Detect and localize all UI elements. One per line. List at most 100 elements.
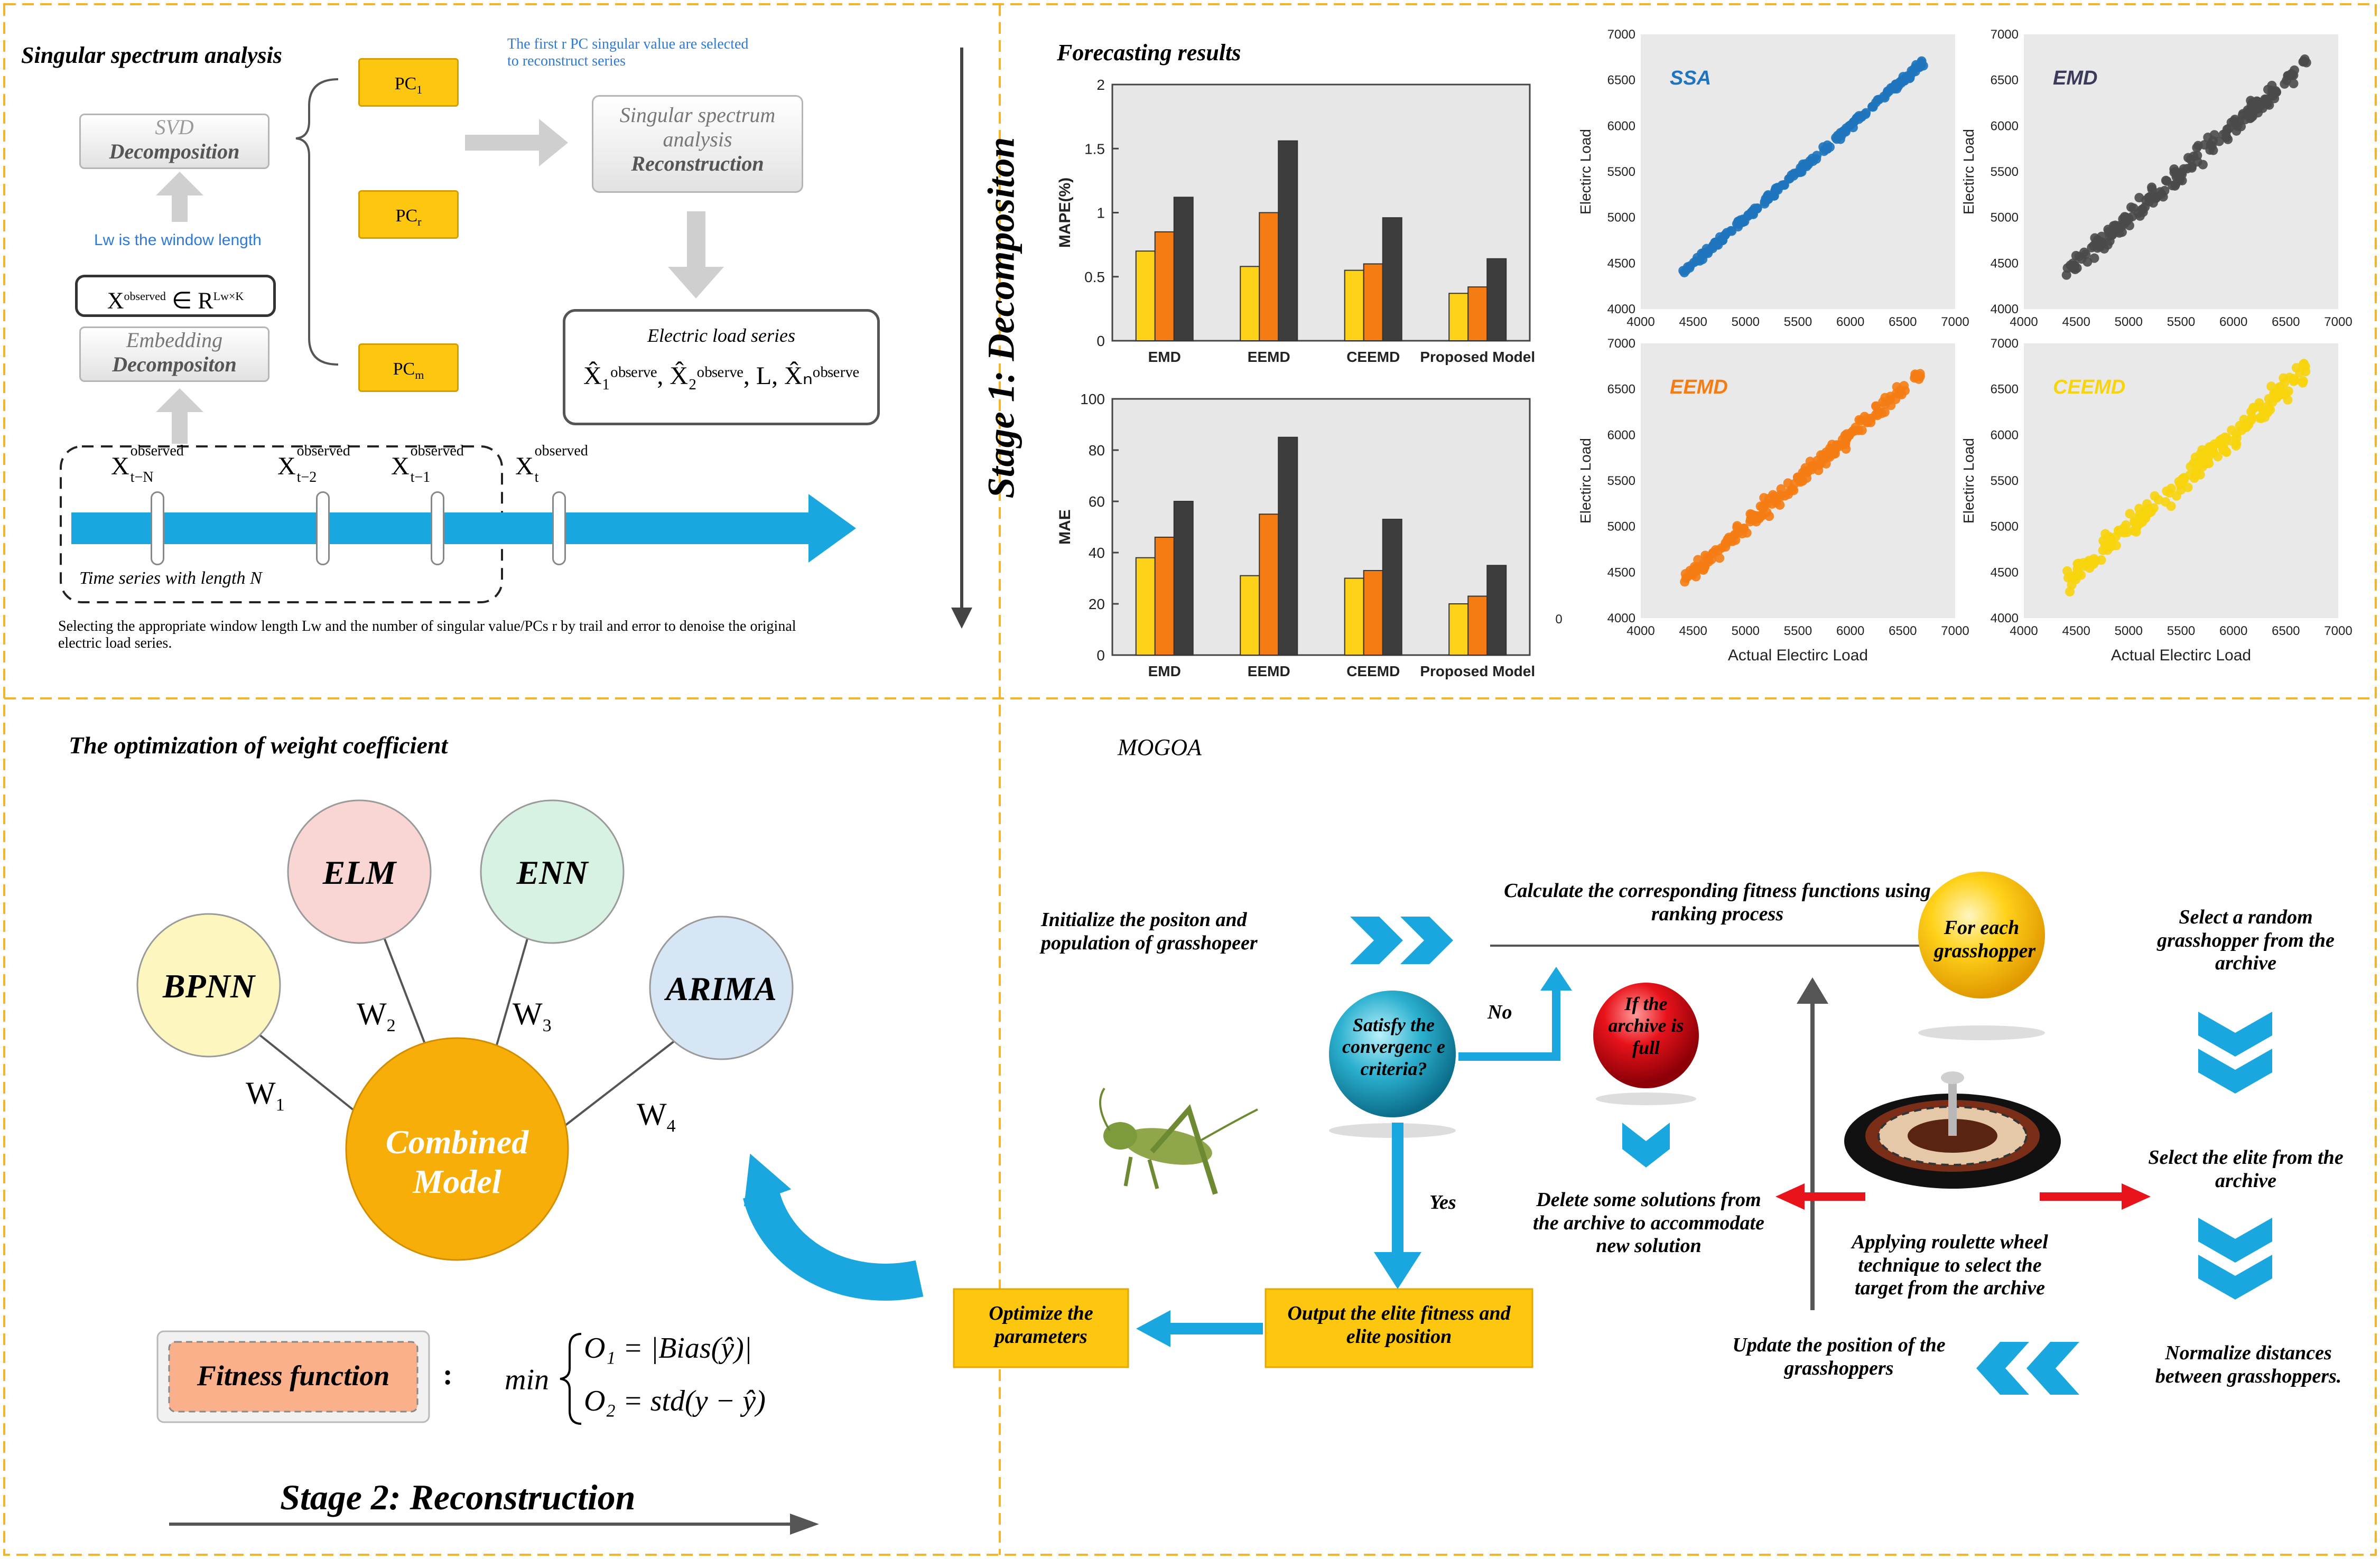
scatter-xtick-label: 5500 xyxy=(2167,624,2195,638)
timeline-arrow xyxy=(71,494,856,563)
scatter-xtick-label: 5000 xyxy=(1732,624,1760,638)
enn-circle xyxy=(480,799,625,944)
archive-full-text: If the archive is full xyxy=(1608,993,1684,1058)
scatter-point xyxy=(1840,440,1851,450)
scatter-point xyxy=(2062,263,2072,273)
timeline-tick-2 xyxy=(316,491,330,565)
scatter-ytick-label: 5500 xyxy=(1991,165,2019,179)
recon-line1: Singular spectrum xyxy=(619,103,776,127)
scatter-point xyxy=(2248,403,2258,413)
scatter-point xyxy=(2268,91,2278,101)
elm-circle xyxy=(287,799,432,944)
scatter-point xyxy=(2248,101,2258,111)
satisfy-text: Satisfy the convergenc e criteria? xyxy=(1342,1014,1445,1079)
scatter-point xyxy=(2145,192,2155,202)
scatter-point xyxy=(1689,565,1699,575)
scatter-point xyxy=(2231,441,2241,451)
scatter-point xyxy=(1712,238,1722,248)
scatter-point xyxy=(1883,86,1893,96)
scatter-point xyxy=(2089,253,2099,263)
scatter-ylabel: Electirc Load xyxy=(1577,438,1594,524)
fitness-box xyxy=(168,1341,419,1413)
scatter-point xyxy=(2105,231,2115,241)
combined-line2: Model xyxy=(413,1163,501,1200)
scatter-point xyxy=(2298,376,2308,386)
scatter-point xyxy=(1776,484,1786,494)
scatter-point xyxy=(1886,400,1896,410)
scatter-xtick-label: 4500 xyxy=(1679,624,1707,638)
bar-ytick-label: 0 xyxy=(1096,647,1105,664)
fitness-label: Fitness function xyxy=(197,1360,390,1392)
bar xyxy=(1467,595,1488,656)
scatter-xtick-label: 6500 xyxy=(2272,624,2300,638)
for-each-sphere xyxy=(1918,872,2045,998)
scatter-xtick-label: 7000 xyxy=(1941,315,1969,329)
bar-ytick-label: 60 xyxy=(1089,493,1105,510)
scatter-xtick-label: 4000 xyxy=(1626,624,1654,638)
scatter-ylabel: Electirc Load xyxy=(1960,129,1977,214)
gray-arrow-right xyxy=(465,119,568,166)
pcr-box: PCr xyxy=(358,190,459,239)
scatter-point xyxy=(2124,220,2134,230)
scatter-point xyxy=(2186,462,2196,472)
scatter-point xyxy=(2295,368,2305,378)
scatter-point xyxy=(2161,175,2171,185)
embedding-box: Embedding Decompositon xyxy=(79,326,269,382)
scatter-point xyxy=(1885,391,1895,402)
scatter-point xyxy=(2247,412,2257,422)
scatter-point xyxy=(2197,445,2207,455)
w2-label: W2 xyxy=(357,996,396,1035)
bar xyxy=(1135,557,1156,656)
convergence-sphere xyxy=(1329,991,1456,1117)
scatter-point xyxy=(2205,442,2215,452)
scatter-point xyxy=(1862,414,1872,424)
scatter-title: EEMD xyxy=(1670,376,1728,398)
arima-circle xyxy=(649,916,794,1060)
scatter-ytick-label: 5000 xyxy=(1607,520,1635,534)
scatter-ytick-label: 4000 xyxy=(1607,611,1635,626)
bar-category-label: CEEMD xyxy=(1346,349,1400,365)
bar xyxy=(1240,266,1260,341)
gray-arrow-up-embed xyxy=(156,388,203,444)
scatter-point xyxy=(2072,559,2082,569)
bar-category-label: Proposed Model xyxy=(1420,349,1535,365)
roulette-text: Applying roulette wheel technique to sel… xyxy=(1852,1231,2048,1300)
scatter-point xyxy=(1760,197,1770,207)
scatter-point xyxy=(1878,397,1888,407)
scatter-title: CEEMD xyxy=(2053,376,2125,398)
xobs-box: Xobserved ∈ RLw×K xyxy=(75,275,276,317)
scatter-point xyxy=(2280,389,2290,399)
arima-label: ARIMA xyxy=(666,970,777,1007)
scatter-xtick-label: 5000 xyxy=(1732,315,1760,329)
scatter-point xyxy=(2077,254,2087,264)
stage2-label: Stage 2: Reconstruction xyxy=(280,1477,636,1517)
bar xyxy=(1240,575,1260,656)
bpnn-circle xyxy=(136,913,281,1058)
bar xyxy=(1154,536,1175,656)
combined-circle xyxy=(345,1037,569,1261)
scatter-point xyxy=(2265,405,2275,415)
ts-caption: Time series with length N xyxy=(79,568,262,588)
bar-category-label: EEMD xyxy=(1248,663,1290,679)
pcr-sub: r xyxy=(417,214,422,228)
scatter-ytick-label: 7000 xyxy=(1607,337,1635,351)
time-series-window xyxy=(60,445,503,603)
scatter-point xyxy=(2215,435,2225,445)
svd-line2: Decomposition xyxy=(109,139,240,163)
scatter-xtick-label: 6000 xyxy=(1836,315,1864,329)
scatter-point xyxy=(1904,73,1914,83)
scatter-point xyxy=(2263,85,2273,95)
scatter-point xyxy=(1915,371,1925,381)
scatter-point xyxy=(2153,494,2163,505)
scatter-ytick-label: 4500 xyxy=(1607,565,1635,580)
scatter-point xyxy=(1699,563,1709,573)
scatter-xtick-label: 4000 xyxy=(1626,315,1654,329)
bar-ytick-label: 1.5 xyxy=(1084,141,1105,157)
scatter-point xyxy=(1704,554,1714,564)
gray-arrow-up-svd xyxy=(156,172,203,222)
scatter-point xyxy=(1737,529,1747,539)
timeline-tick-4 xyxy=(552,491,566,565)
scatter-xtick-label: 6500 xyxy=(1889,624,1917,638)
pcr-label: PC xyxy=(395,206,418,226)
